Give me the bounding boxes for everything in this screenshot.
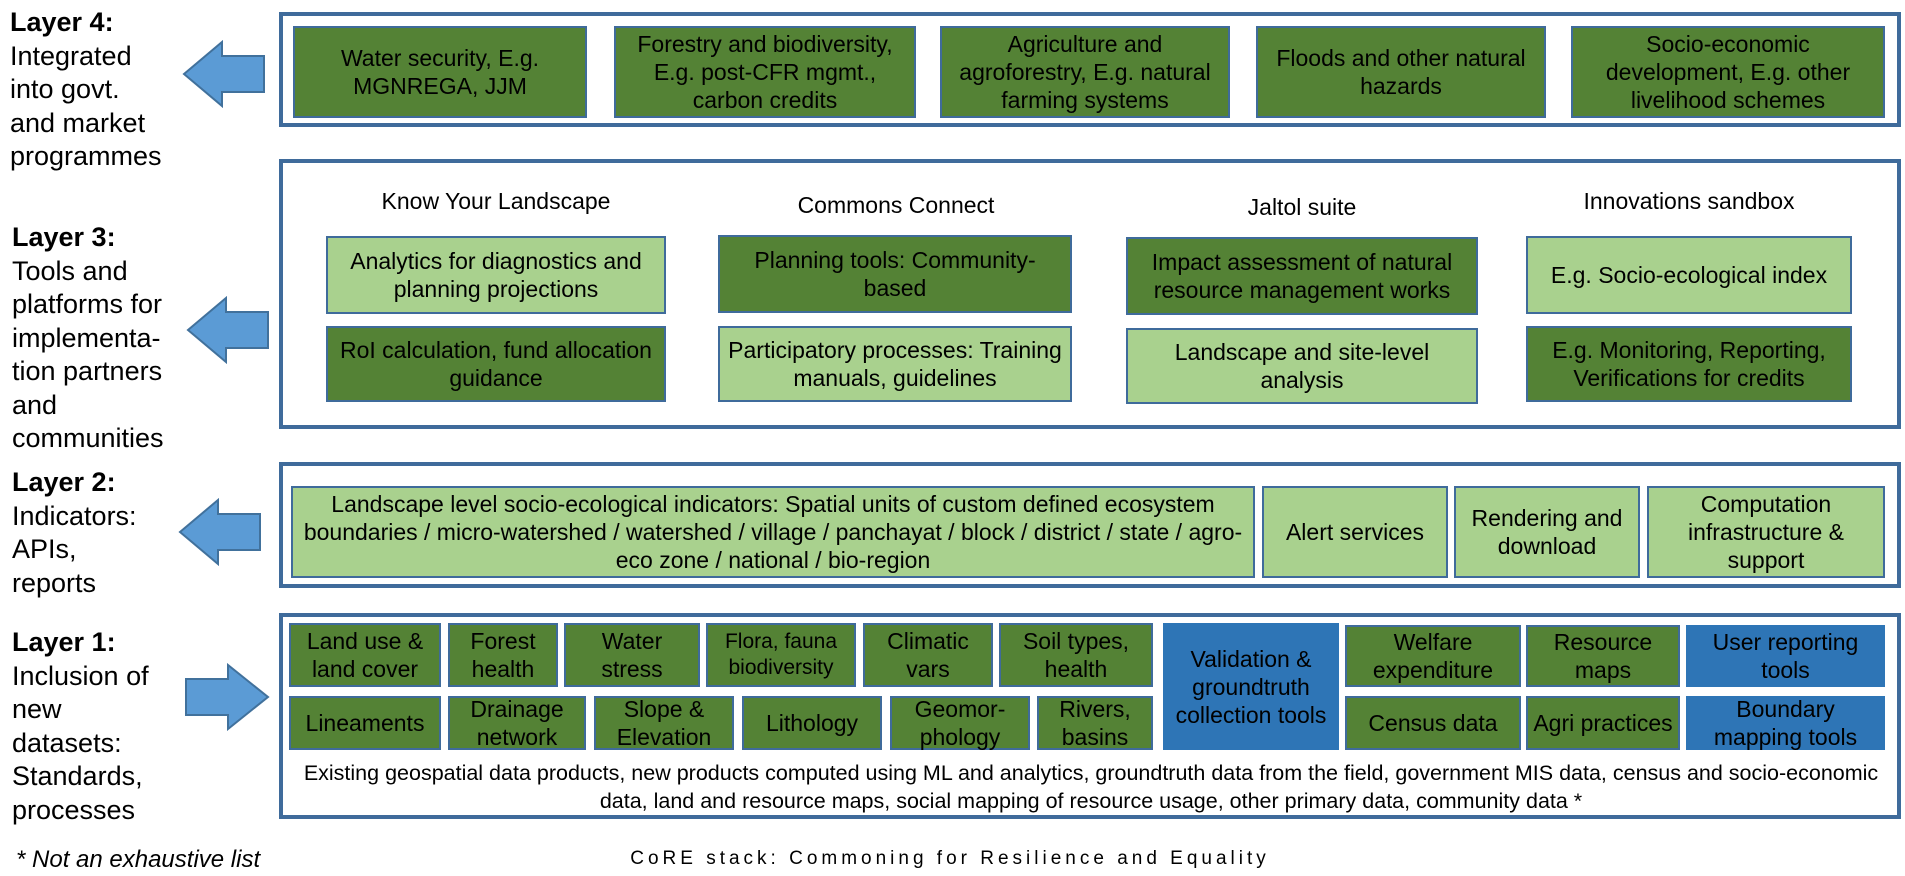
layer2-heading: Layer 2: bbox=[12, 467, 116, 497]
layer1-label-line: new bbox=[12, 694, 62, 724]
layer3-label-line: tion partners bbox=[12, 356, 163, 386]
dataset-validation-tools: Validation & groundtruth collection tool… bbox=[1163, 623, 1339, 750]
dataset-flora-fauna: Flora, fauna biodiversity bbox=[706, 623, 856, 687]
dataset-land-use: Land use & land cover bbox=[289, 623, 441, 687]
tool-title-commons-connect: Commons Connect bbox=[797, 192, 995, 218]
layer4-label-line: programmes bbox=[10, 141, 162, 171]
footnote: * Not an exhaustive list bbox=[16, 846, 261, 873]
layer2-box-alert-services: Alert services bbox=[1262, 486, 1448, 578]
tool-title-innovations-sandbox: Innovations sandbox bbox=[1583, 188, 1795, 214]
layer4-label-line: Integrated bbox=[10, 40, 132, 71]
layer3-heading: Layer 3: bbox=[12, 222, 116, 252]
layer2-label: Layer 2: Indicators: APIs, reports bbox=[12, 466, 182, 600]
dataset-rivers-basins: Rivers, basins bbox=[1037, 696, 1153, 750]
layer3-label-line: and bbox=[12, 389, 58, 420]
layer4-label-line: into govt. bbox=[10, 74, 120, 104]
layer3-label-line: Tools and bbox=[12, 255, 128, 286]
dataset-welfare-expenditure: Welfare expenditure bbox=[1345, 625, 1521, 687]
layer4-label-line: and market bbox=[10, 107, 146, 138]
layer2-label-line: Indicators: bbox=[12, 500, 137, 531]
layer1-note: Existing geospatial data products, new p… bbox=[303, 761, 1879, 813]
dataset-lineaments: Lineaments bbox=[289, 696, 441, 750]
dataset-water-stress: Water stress bbox=[564, 623, 700, 687]
left-arrow-icon bbox=[186, 296, 269, 364]
layer3-box-roi: RoI calculation, fund allocation guidanc… bbox=[326, 326, 666, 402]
layer3-box-planning-tools: Planning tools: Community-based bbox=[718, 235, 1072, 313]
layer4-heading: Layer 4: bbox=[10, 7, 114, 37]
layer4-box-water-security: Water security, E.g. MGNREGA, JJM bbox=[293, 26, 587, 118]
layer4-label: Layer 4: Integrated into govt. and marke… bbox=[10, 6, 180, 174]
dataset-agri-practices: Agri practices bbox=[1526, 696, 1680, 750]
layer1-label-line: datasets: bbox=[12, 727, 122, 758]
layer1-heading: Layer 1: bbox=[12, 627, 116, 657]
layer2-box-rendering: Rendering and download bbox=[1454, 486, 1640, 578]
layer2-label-line: APIs, bbox=[12, 534, 77, 564]
tool-title-jaltol-suite: Jaltol suite bbox=[1247, 194, 1357, 220]
layer1-label-line: Inclusion of bbox=[12, 660, 149, 691]
diagram-caption: CoRE stack: Commoning for Resilience and… bbox=[630, 848, 1270, 869]
dataset-slope-elevation: Slope & Elevation bbox=[594, 696, 734, 750]
dataset-forest-health: Forest health bbox=[448, 623, 558, 687]
layer4-box-agriculture: Agriculture and agroforestry, E.g. natur… bbox=[940, 26, 1230, 118]
dataset-user-reporting-tools: User reporting tools bbox=[1686, 625, 1885, 687]
dataset-resource-maps: Resource maps bbox=[1526, 625, 1680, 687]
dataset-climatic-vars: Climatic vars bbox=[863, 623, 993, 687]
right-arrow-icon bbox=[185, 663, 270, 731]
layer3-box-participatory: Participatory processes: Training manual… bbox=[718, 326, 1072, 402]
layer3-box-impact-assessment: Impact assessment of natural resource ma… bbox=[1126, 237, 1478, 315]
layer2-box-computation: Computation infrastructure & support bbox=[1647, 486, 1885, 578]
dataset-boundary-mapping-tools: Boundary mapping tools bbox=[1686, 696, 1885, 750]
layer2-label-line: reports bbox=[12, 567, 97, 598]
layer4-box-forestry: Forestry and biodiversity, E.g. post-CFR… bbox=[614, 26, 916, 118]
layer3-box-analytics: Analytics for diagnostics and planning p… bbox=[326, 236, 666, 314]
dataset-geomorphology: Geomor-phology bbox=[890, 696, 1030, 750]
tool-title-know-your-landscape: Know Your Landscape bbox=[381, 188, 611, 214]
dataset-soil-types: Soil types, health bbox=[999, 623, 1153, 687]
layer3-label-line: implementa- bbox=[12, 322, 161, 353]
left-arrow-icon bbox=[182, 40, 265, 108]
layer4-box-floods: Floods and other natural hazards bbox=[1256, 26, 1546, 118]
dataset-drainage-network: Drainage network bbox=[448, 696, 586, 750]
layer2-box-indicators: Landscape level socio-ecological indicat… bbox=[291, 486, 1255, 578]
dataset-lithology: Lithology bbox=[742, 696, 882, 750]
layer1-label-line: processes bbox=[12, 794, 136, 825]
layer3-label: Layer 3: Tools and platforms for impleme… bbox=[12, 221, 182, 456]
layer3-label-line: platforms for bbox=[12, 289, 163, 319]
layer1-label: Layer 1: Inclusion of new datasets: Stan… bbox=[12, 626, 182, 827]
layer3-box-landscape-analysis: Landscape and site-level analysis bbox=[1126, 328, 1478, 404]
layer3-box-socio-ecological-index: E.g. Socio-ecological index bbox=[1526, 236, 1852, 314]
layer3-box-mrv: E.g. Monitoring, Reporting, Verification… bbox=[1526, 326, 1852, 402]
dataset-census-data: Census data bbox=[1345, 696, 1521, 750]
layer3-label-line: communities bbox=[12, 423, 164, 453]
layer1-label-line: Standards, bbox=[12, 761, 143, 791]
left-arrow-icon bbox=[178, 498, 261, 566]
layer4-box-socio-economic: Socio-economic development, E.g. other l… bbox=[1571, 26, 1885, 118]
